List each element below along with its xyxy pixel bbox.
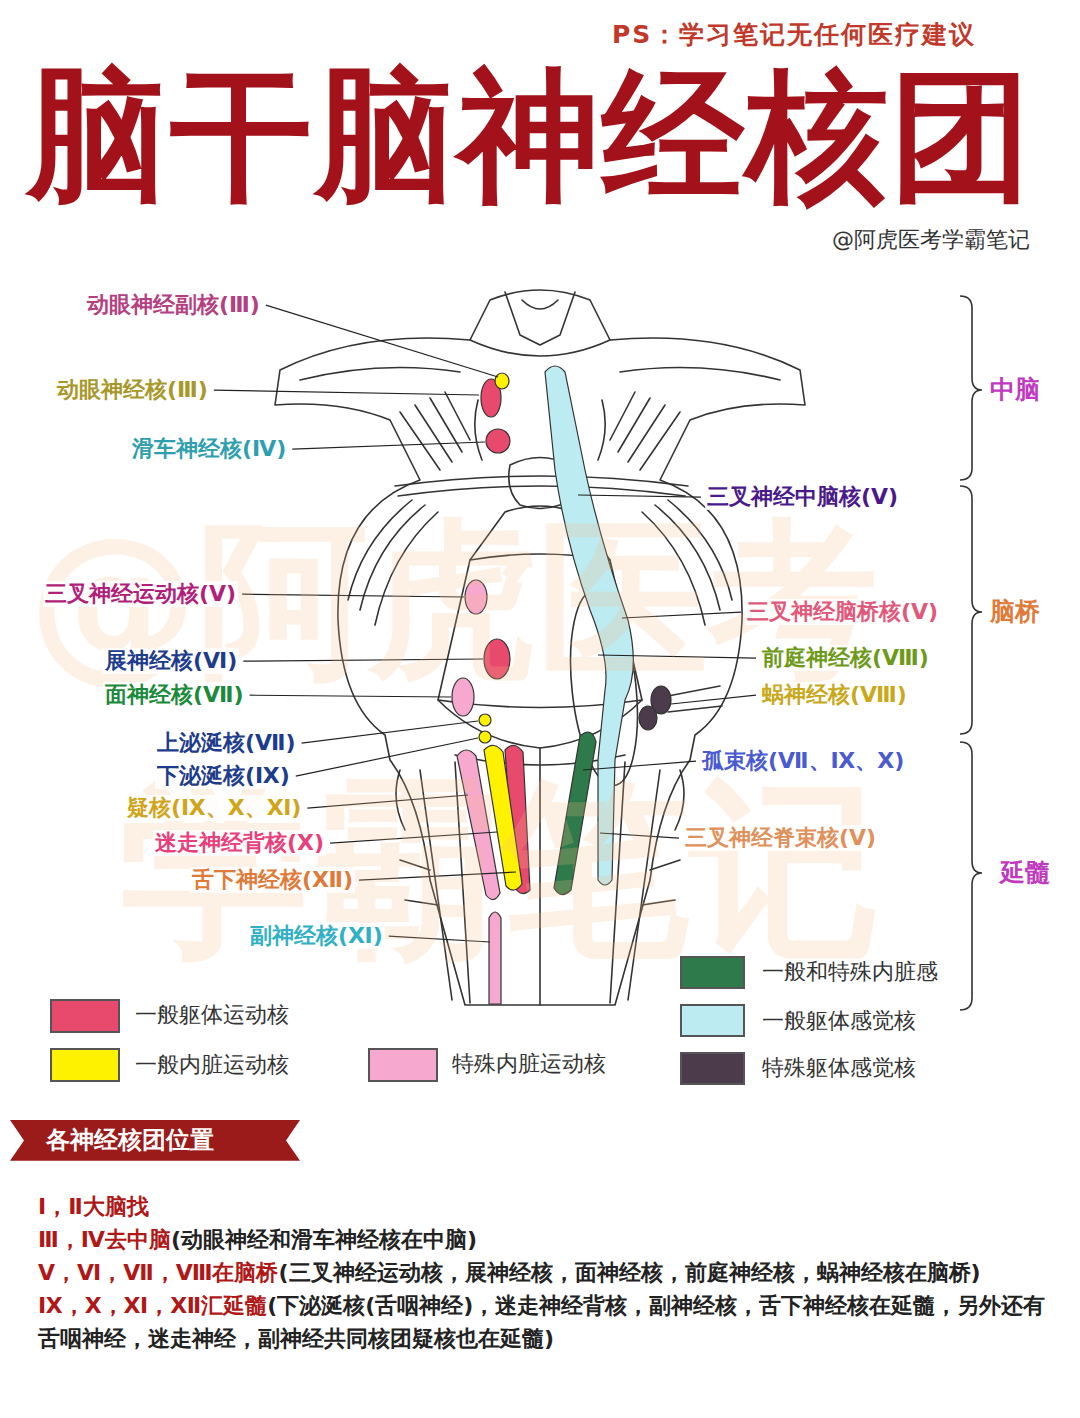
note-line: Ⅸ，Ⅹ，Ⅺ，Ⅻ汇延髓(下泌涎核(舌咽神经)，迷走神经背核，副神经核，舌下神经核在… [38,1289,1052,1355]
note-line: Ⅰ，Ⅱ大脑找 [38,1190,1052,1223]
note-text: @阿虎医考学霸笔记 [832,227,1030,253]
leader-line [266,305,498,377]
nucleus-label: 上泌涎核(Ⅶ) [155,730,298,756]
region-bracket [960,296,982,1010]
nucleus-label: 副神经核(Ⅺ) [248,923,385,949]
nucleus-label: 舌下神经核(Ⅻ) [190,867,355,893]
section-banner: 各神经核团位置 [10,1120,300,1161]
legend-swatch [680,1052,745,1085]
legend-swatch [50,1048,120,1082]
note-text: PS：学习笔记无任何医疗建议 [612,20,976,50]
legend-text: 一般躯体感觉核 [762,1008,916,1034]
note-key: Ⅸ，Ⅹ，Ⅺ，Ⅻ汇延髓 [38,1293,267,1318]
legend-swatch [368,1048,438,1082]
note-line: Ⅴ，Ⅵ，Ⅶ，Ⅷ在脑桥(三叉神经运动核，展神经核，面神经核，前庭神经核，蜗神经核在… [38,1256,1052,1289]
legend-text: 一般躯体运动核 [135,1002,289,1028]
nucleus-label: 面神经核(Ⅶ) [103,682,246,708]
leader-line [578,495,701,497]
region-label: 脑桥 [990,597,1040,627]
nucleus-label: 动眼神经副核(Ⅲ) [85,292,262,318]
nucleus-label: 孤束核(Ⅶ、Ⅸ、Ⅹ) [700,748,906,774]
legend-text: 一般内脏运动核 [135,1052,289,1078]
note-text: (动眼神经和滑车神经核在中脑) [171,1227,477,1252]
leader-line [302,721,478,743]
legend-text: 特殊躯体感觉核 [762,1055,916,1081]
region-label: 中脑 [990,375,1040,405]
nucleus-label: 前庭神经核(Ⅷ) [760,645,931,671]
nucleus-label: 迷走神经背核(Ⅹ) [153,830,326,856]
legend-swatch [50,999,120,1033]
nucleus-label: 三叉神经运动核(Ⅴ) [43,581,238,607]
note-line: Ⅲ，Ⅳ去中脑(动眼神经和滑车神经核在中脑) [38,1223,1052,1256]
region-label: 延髓 [1000,858,1050,888]
legend-swatch [680,1004,745,1037]
note-text: (三叉神经运动核，展神经核，面神经核，前庭神经核，蜗神经核在脑桥) [279,1260,981,1285]
note-key: Ⅴ，Ⅵ，Ⅶ，Ⅷ在脑桥 [38,1260,279,1285]
nucleus-label: 下泌涎核(Ⅸ) [155,763,292,789]
nucleus-label: 动眼神经核(Ⅲ) [55,377,210,403]
note-key: Ⅰ，Ⅱ大脑找 [38,1194,149,1219]
note-key: Ⅲ，Ⅳ去中脑 [38,1227,171,1252]
nucleus-label: 三叉神经中脑核(Ⅴ) [705,484,900,510]
nucleus-label: 展神经核(Ⅵ) [103,648,239,674]
legend-text: 特殊内脏运动核 [452,1051,606,1077]
nucleus-label: 滑车神经核(Ⅳ) [130,436,288,462]
nucleus-label: 疑核(Ⅸ、Ⅹ、Ⅺ) [125,795,303,821]
leader-line [214,390,479,395]
nucleus-label: 三叉神经脊束核(Ⅴ) [683,825,878,851]
legend-text: 一般和特殊内脏感 [762,959,938,985]
nucleus-label: 蜗神经核(Ⅷ) [760,682,909,708]
title: 脑干脑神经核团 [26,58,1034,214]
leader-line [292,442,485,449]
banner-text: 各神经核团位置 [46,1126,260,1155]
nucleus-label: 三叉神经脑桥核(Ⅴ) [745,599,940,625]
legend-swatch [680,956,745,989]
